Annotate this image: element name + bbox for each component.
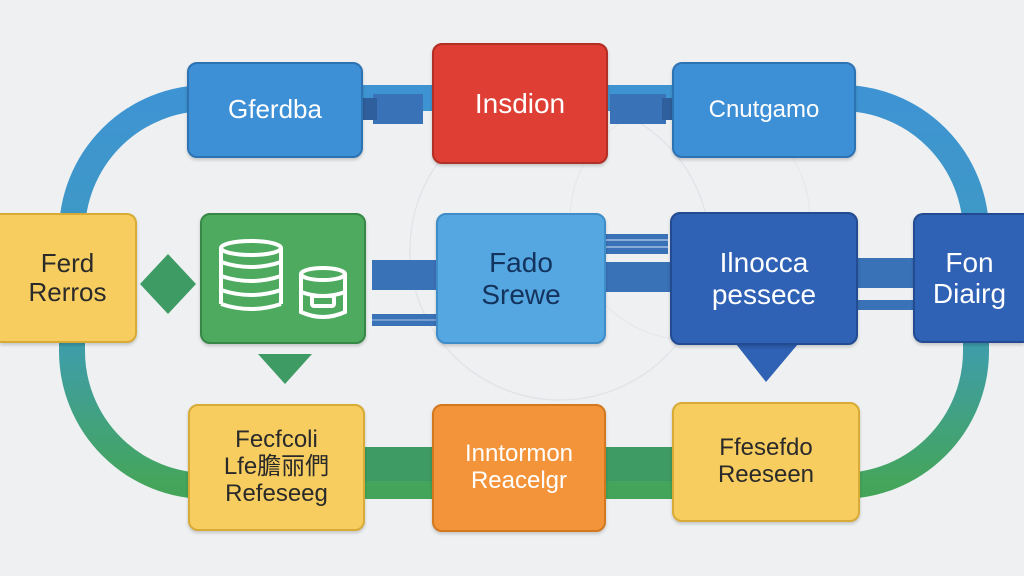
connector-top-left-cap xyxy=(361,98,377,120)
node-bottom-right[interactable]: Ffesefdo Reeseen xyxy=(672,402,860,522)
node-left[interactable]: Ferd Rerros xyxy=(0,213,137,343)
connector-right xyxy=(858,258,914,288)
database-cylinder-icon xyxy=(299,265,347,319)
node-bottom-left[interactable]: Fecfcoli Lfe膽丽們 Refeseeg xyxy=(188,404,365,531)
connector-arrow-down xyxy=(258,354,312,384)
node-right-center-label-1: Ilnocca xyxy=(719,247,809,279)
connector-diamond-left xyxy=(140,254,196,314)
node-top-center-label: Insdion xyxy=(474,87,566,119)
node-top-right[interactable]: Cnutgamo xyxy=(672,62,856,158)
node-left-label-1: Ferd xyxy=(40,247,95,278)
node-bottom-left-label-3: Refeseeg xyxy=(225,479,328,507)
node-right-center-label-2: pessece xyxy=(711,278,817,310)
node-database[interactable] xyxy=(200,213,366,344)
node-bottom-right-label-2: Reeseen xyxy=(717,461,815,488)
node-right[interactable]: Fon Diairg xyxy=(913,213,1024,343)
connector-mid-left xyxy=(372,260,436,290)
connector-top-right xyxy=(610,94,666,124)
node-left-label-2: Rerros xyxy=(28,277,107,307)
node-bottom-center-label-2: Reacelgr xyxy=(470,467,568,494)
node-top-left[interactable]: Gferdba xyxy=(187,62,363,158)
connector-bottom-left xyxy=(365,447,435,481)
connector-top-left xyxy=(373,94,423,124)
connector-right-thin xyxy=(858,300,914,310)
node-top-center[interactable]: Insdion xyxy=(432,43,608,164)
node-top-left-label: Gferdba xyxy=(228,94,322,125)
node-bottom-right-label-1: Ffesefdo xyxy=(719,434,813,462)
node-center[interactable]: Fado Srewe xyxy=(436,213,606,344)
connector-mid-right-striped xyxy=(606,234,668,254)
connector-mid-right xyxy=(606,262,670,292)
connector-bottom-right xyxy=(606,447,676,481)
node-right-center[interactable]: Ilnocca pessece xyxy=(670,212,858,345)
callout-pointer xyxy=(736,344,798,382)
node-bottom-center-label-1: Inntormon xyxy=(464,440,574,468)
node-right-label-1: Fon xyxy=(945,246,994,278)
node-top-right-label: Cnutgamo xyxy=(708,95,820,123)
database-stack-icon xyxy=(219,238,283,311)
node-bottom-center[interactable]: Inntormon Reacelgr xyxy=(432,404,606,532)
node-center-label-1: Fado xyxy=(489,247,553,279)
node-right-label-2: Diairg xyxy=(932,278,1007,309)
database-icon-group xyxy=(219,238,347,319)
node-bottom-left-label-2: Lfe膽丽們 xyxy=(223,453,330,481)
node-center-label-2: Srewe xyxy=(481,278,561,310)
node-bottom-left-label-1: Fecfcoli xyxy=(235,426,318,454)
